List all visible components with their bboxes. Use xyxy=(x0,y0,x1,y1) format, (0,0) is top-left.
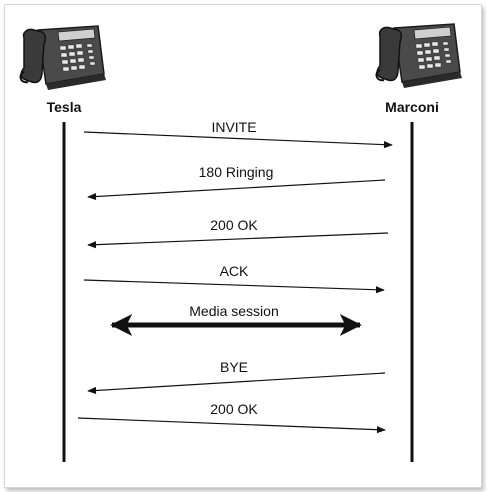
phone-icon-left xyxy=(19,25,106,90)
message-arrow-invite xyxy=(83,131,393,149)
message-label-media-session: Media session xyxy=(189,303,279,319)
message-label-200ok-2: 200 OK xyxy=(210,401,258,417)
diagram-frame xyxy=(4,4,482,488)
participant-label-tesla: Tesla xyxy=(47,99,82,115)
message-label-ringing: 180 Ringing xyxy=(199,164,274,180)
desk-phone-icon xyxy=(19,25,106,90)
phone-icon-right xyxy=(375,23,462,88)
message-arrow-200ok-1 xyxy=(87,232,389,249)
message-label-invite: INVITE xyxy=(211,119,256,135)
message-label-bye: BYE xyxy=(220,359,248,375)
participant-label-marconi: Marconi xyxy=(385,99,439,115)
desk-phone-icon xyxy=(375,23,462,88)
message-label-200ok-1: 200 OK xyxy=(210,217,258,233)
message-arrow-200ok-2 xyxy=(77,417,386,434)
message-arrow-ack xyxy=(83,279,385,294)
message-label-ack: ACK xyxy=(220,263,249,279)
message-arrow-bye xyxy=(87,372,386,395)
message-arrow-ringing xyxy=(87,179,386,201)
